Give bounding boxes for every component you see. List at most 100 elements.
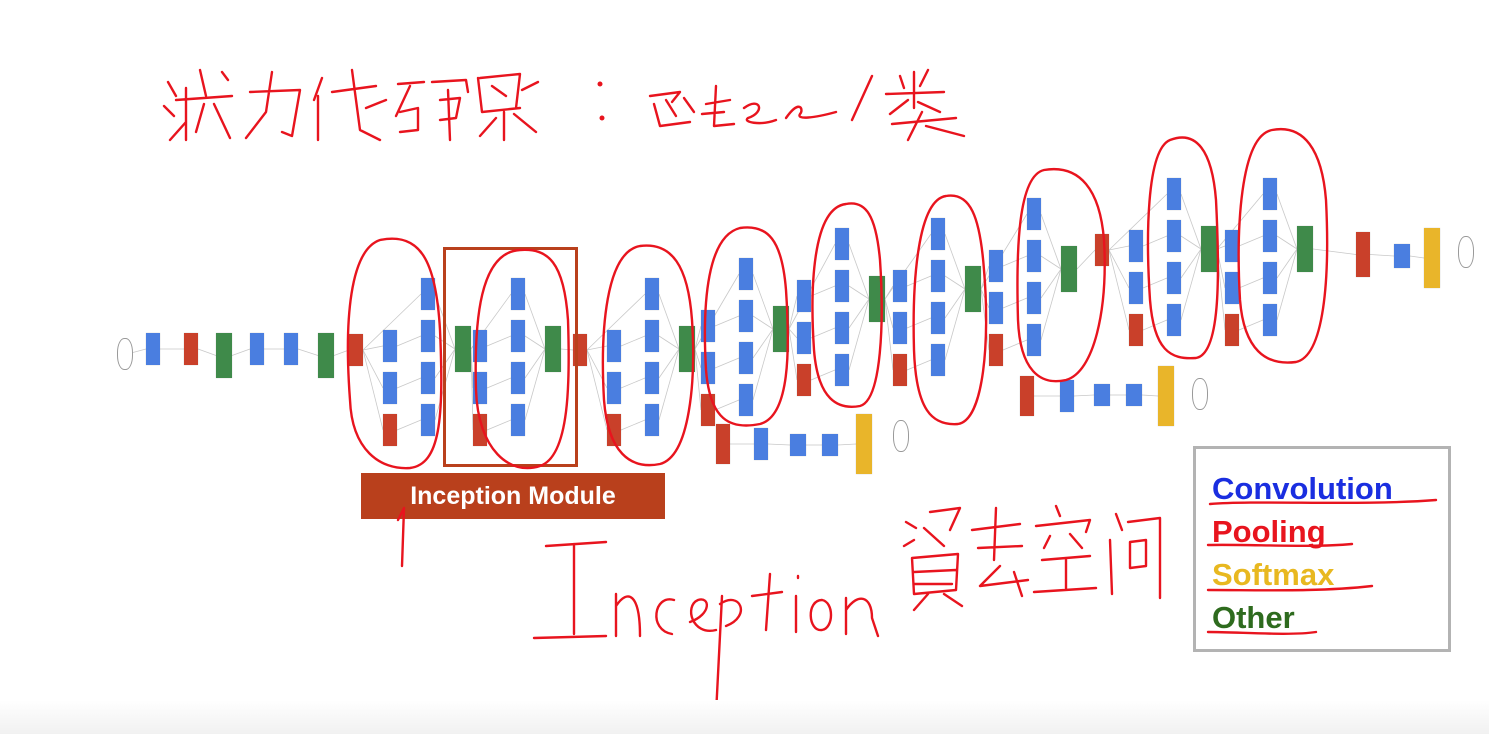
input-node xyxy=(117,338,133,370)
depthconcat-block xyxy=(1201,226,1217,272)
network-edge xyxy=(1142,277,1168,289)
pointer-stroke xyxy=(396,506,406,568)
inception-module-label: Inception Module xyxy=(361,473,665,519)
aux2-conv-block xyxy=(1060,380,1074,412)
network-edge xyxy=(1073,394,1095,397)
depthconcat-block xyxy=(773,306,789,352)
inception-6-branch-b xyxy=(931,218,945,250)
aux1-fc-block xyxy=(822,434,838,456)
network-edge xyxy=(486,377,512,389)
network-edge xyxy=(944,233,966,290)
handwritten-resources xyxy=(902,504,1162,612)
network-edge xyxy=(362,349,384,431)
inception-8-branch-b xyxy=(1167,178,1181,210)
network-edge xyxy=(714,399,740,411)
network-edge xyxy=(1276,235,1298,250)
network-edge xyxy=(810,369,836,381)
network-edge xyxy=(486,335,512,347)
legend: Convolution Pooling Softmax Other xyxy=(1193,446,1451,652)
module-circles xyxy=(346,127,1329,470)
network-edge xyxy=(884,233,932,300)
network-edge xyxy=(362,349,384,389)
inception-7-branch-a xyxy=(989,334,1003,366)
network-edge xyxy=(1141,394,1159,397)
inception-6-branch-a xyxy=(893,354,907,386)
inception-3-branch-b xyxy=(645,362,659,394)
network-edge xyxy=(714,357,740,369)
handwritten-title xyxy=(162,68,966,142)
network-edge xyxy=(788,328,798,339)
stem-block xyxy=(318,333,334,378)
inception-3-branch-b xyxy=(645,278,659,310)
inception-1-branch-b xyxy=(421,278,435,310)
handwritten-inception xyxy=(532,540,880,716)
network-edge xyxy=(1002,339,1028,351)
inception-8-branch-a xyxy=(1129,272,1143,304)
inception-6-branch-a xyxy=(893,270,907,302)
depthconcat-block xyxy=(1061,246,1077,292)
inception-9-branch-b xyxy=(1263,220,1277,252)
network-edge xyxy=(884,298,894,329)
inception-2-branch-b xyxy=(511,362,525,394)
network-edge xyxy=(1108,249,1130,331)
depthconcat-block xyxy=(455,326,471,372)
network-edge xyxy=(837,443,857,446)
inception-6-branch-b xyxy=(931,260,945,292)
network-edge xyxy=(396,419,422,431)
network-edge xyxy=(848,298,870,329)
inception-4-branch-b xyxy=(739,342,753,374)
network-edge xyxy=(1002,255,1028,267)
inception-7-branch-b xyxy=(1027,198,1041,230)
network-edge xyxy=(396,377,422,389)
aux2-fc-block xyxy=(1094,384,1110,406)
network-edge xyxy=(586,293,646,351)
softmax-block xyxy=(1424,228,1440,288)
inception-9-branch-a xyxy=(1225,230,1239,262)
network-edge xyxy=(658,293,680,350)
network-edge xyxy=(362,293,422,351)
inception-1-branch-a xyxy=(383,414,397,446)
depthconcat-block xyxy=(679,326,695,372)
network-edge xyxy=(1238,235,1264,247)
network-edge xyxy=(1180,193,1202,250)
network-edge xyxy=(658,348,680,421)
aux1-avgpool-block xyxy=(716,424,730,464)
network-edge xyxy=(752,315,774,330)
network-edge xyxy=(1040,268,1062,341)
network-edge xyxy=(197,348,217,356)
stem-block xyxy=(184,333,198,365)
inception-9-branch-b xyxy=(1263,262,1277,294)
network-edge xyxy=(752,328,774,401)
stem-block xyxy=(284,333,298,365)
network-edge xyxy=(714,315,740,327)
network-edge xyxy=(1040,213,1062,270)
inception-2-branch-b xyxy=(511,404,525,436)
network-edge xyxy=(848,243,870,300)
network-edge xyxy=(658,348,680,379)
network-edge xyxy=(524,335,546,350)
inception-4-branch-b xyxy=(739,300,753,332)
network-edge xyxy=(1238,319,1264,331)
inception-6-branch-b xyxy=(931,302,945,334)
network-edge xyxy=(1076,249,1096,270)
network-edge xyxy=(620,335,646,347)
network-edge xyxy=(620,419,646,431)
network-edge xyxy=(130,348,147,354)
network-edge xyxy=(658,335,680,350)
aux2-softmax-block xyxy=(1158,366,1174,426)
network-edge xyxy=(1369,254,1395,257)
inception-2-branch-b xyxy=(511,320,525,352)
depthconcat-block xyxy=(965,266,981,312)
inception-5-branch-b xyxy=(835,228,849,260)
network-edge xyxy=(231,348,251,356)
network-edge xyxy=(1312,248,1357,255)
network-edge xyxy=(1180,248,1202,279)
network-edge xyxy=(980,288,990,351)
inception-1-branch-b xyxy=(421,320,435,352)
stem-block xyxy=(250,333,264,365)
network-edge xyxy=(620,377,646,389)
inception-1-branch-b xyxy=(421,362,435,394)
inception-5-branch-a xyxy=(797,280,811,312)
network-edge xyxy=(524,293,546,350)
